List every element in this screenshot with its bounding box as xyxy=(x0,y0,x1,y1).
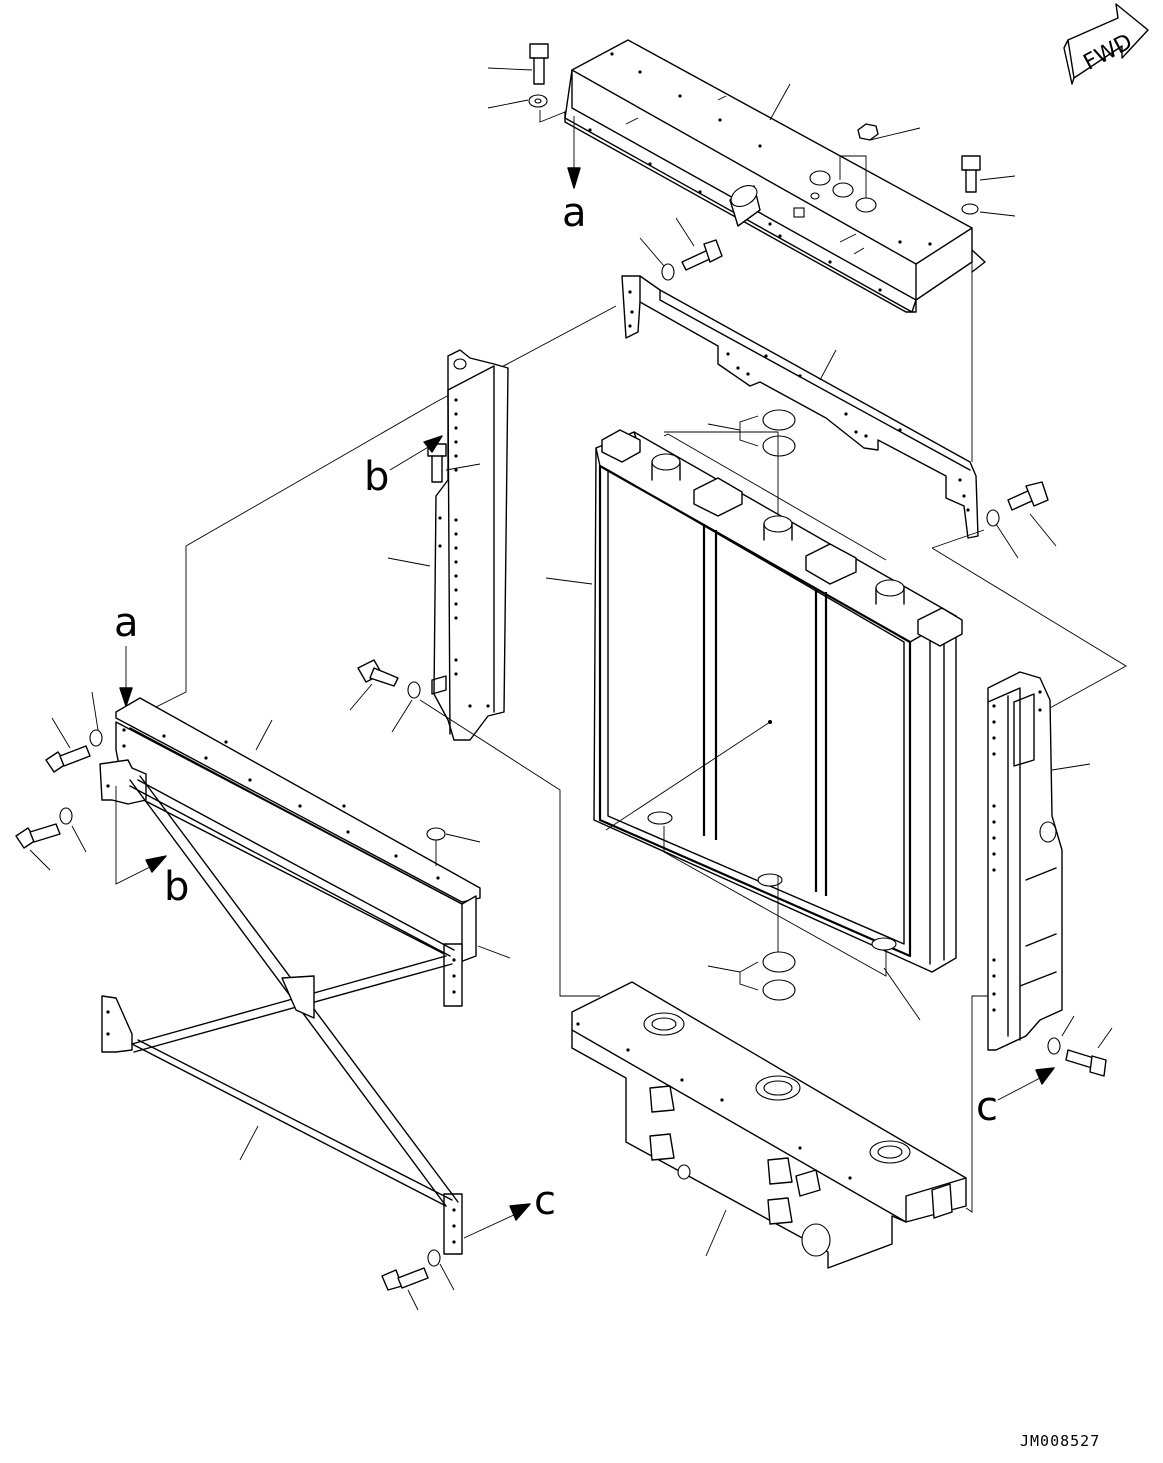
ref-a-top-label: a xyxy=(562,190,587,236)
bolt-top-left xyxy=(487,43,581,189)
bolt-bracket-right xyxy=(986,481,1057,559)
bolt-top-right xyxy=(961,155,1016,217)
view-ref-a-top: a xyxy=(562,190,587,236)
bolt-right-lower xyxy=(1047,1015,1113,1077)
top-cover xyxy=(564,39,986,313)
ref-a-left-label: a xyxy=(114,600,139,646)
view-ref-b-lower: b xyxy=(115,786,189,910)
bolt-left-rail xyxy=(45,691,103,773)
bolt-bottom-left xyxy=(381,1249,455,1311)
o-rings-upper xyxy=(663,409,887,561)
left-upper-rail xyxy=(115,697,481,963)
fwd-label: FWD xyxy=(1080,29,1137,75)
ref-c-left-label: c xyxy=(534,1178,556,1224)
bolt-left-lower xyxy=(15,807,87,871)
view-ref-c-left: c xyxy=(463,1178,556,1239)
o-rings-lower xyxy=(663,826,887,1001)
lower-tank xyxy=(571,981,967,1269)
left-side-support xyxy=(431,349,509,741)
bolt-left-support xyxy=(349,659,421,733)
view-ref-b-upper: b xyxy=(364,435,443,500)
x-brace xyxy=(99,759,463,1255)
fwd-direction-arrow: FWD xyxy=(1063,3,1149,85)
ref-c-right-label: c xyxy=(976,1084,998,1130)
upper-bracket xyxy=(621,275,979,539)
ref-b-upper-label: b xyxy=(364,454,389,500)
bolt-upper-mid xyxy=(639,217,723,281)
view-ref-a-left: a xyxy=(114,600,139,707)
ref-b-lower-label: b xyxy=(164,864,189,910)
view-ref-c-right: c xyxy=(976,1067,1055,1130)
radiator-core xyxy=(593,429,963,973)
bolt-rail-center xyxy=(426,443,481,866)
right-side-support xyxy=(987,671,1063,1051)
drawing-code: JM008527 xyxy=(1020,1432,1100,1450)
